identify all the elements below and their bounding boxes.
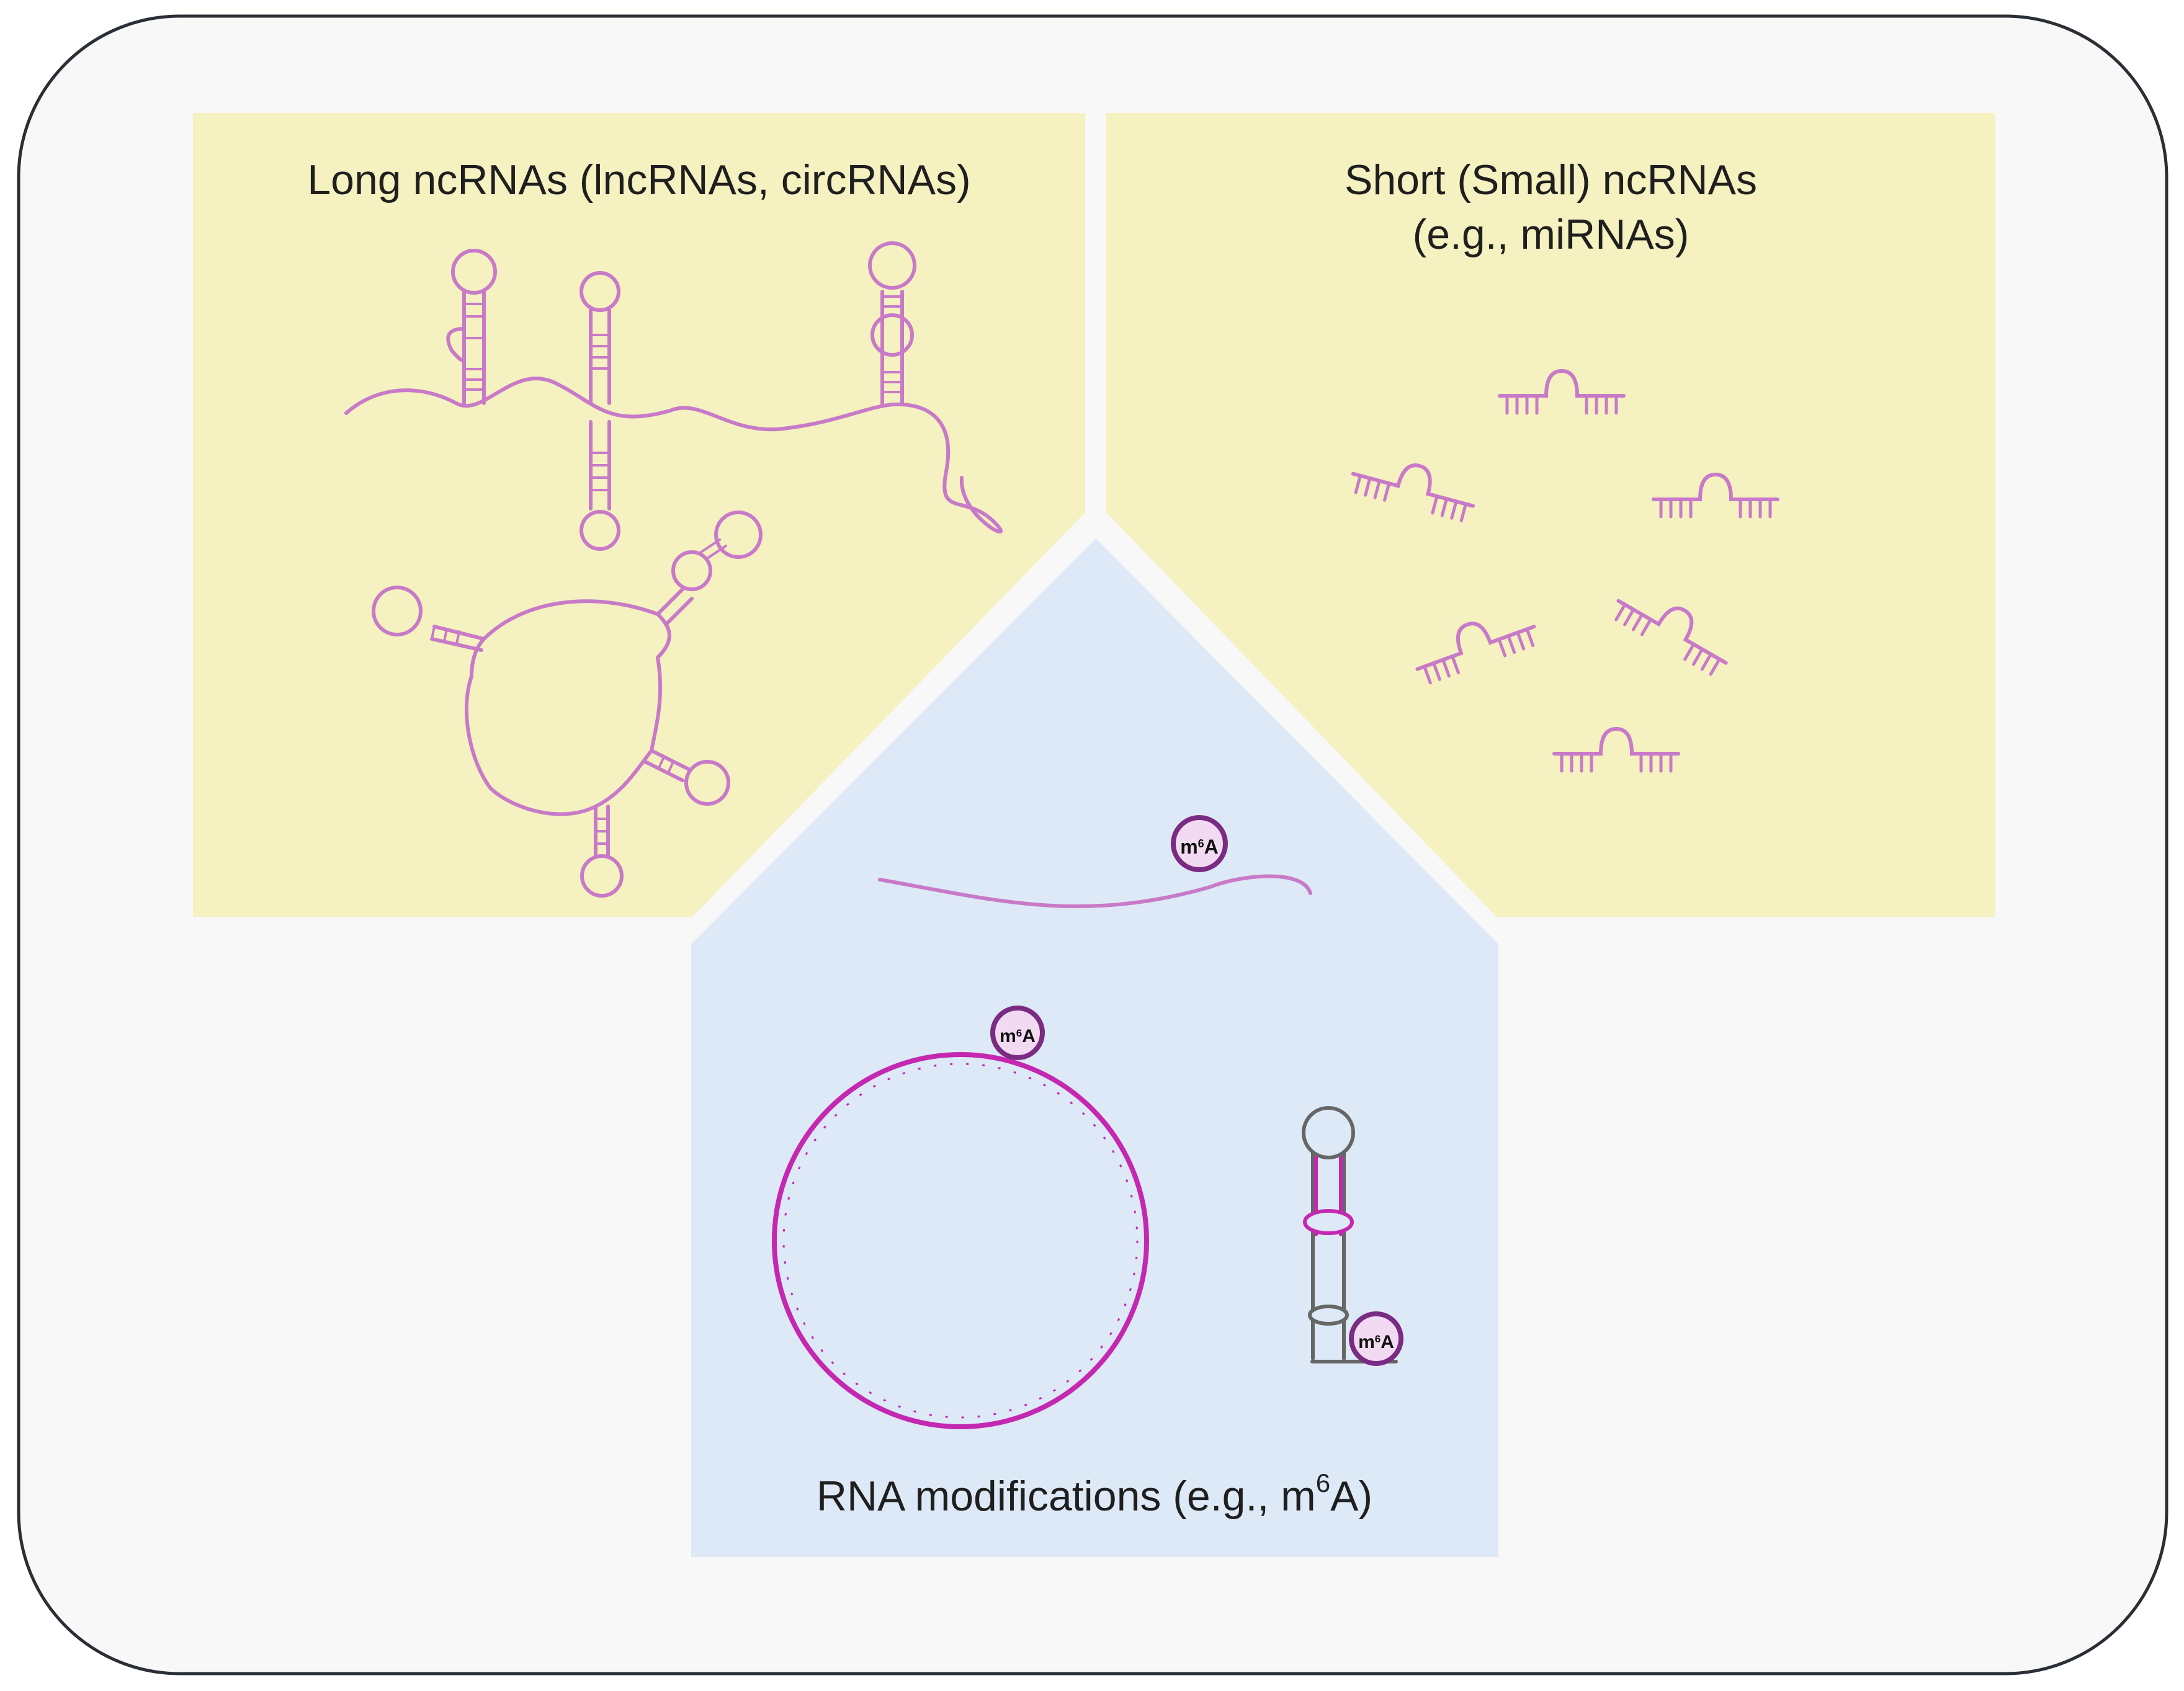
- long-ncrna-title: Long ncRNAs (lncRNAs, circRNAs): [307, 156, 971, 203]
- rna-modification-title: RNA modifications (e.g., m6A): [691, 1469, 1498, 1524]
- svg-text:m6A: m6A: [1000, 1026, 1036, 1046]
- rna-modification-title-superscript: 6: [1315, 1468, 1331, 1497]
- m6a-badge-icon: m6A: [1171, 815, 1228, 872]
- rna-modification-title-suffix: A): [1330, 1473, 1373, 1520]
- svg-text:m6A: m6A: [1358, 1332, 1394, 1352]
- long-ncrna-panel: [193, 113, 1085, 917]
- short-ncrna-title-line-2: (e.g., miRNAs): [1412, 211, 1689, 258]
- stem-loop-rna-icon: [1302, 1106, 1398, 1363]
- mrna-strand-icon: [878, 874, 1312, 909]
- lncrna-hairpin-icon: [344, 241, 1003, 551]
- rna-modification-title-prefix: RNA modifications (e.g., m: [816, 1473, 1316, 1520]
- rna-modification-panel: [691, 538, 1498, 1557]
- short-ncrna-title: Short (Small) ncRNAs (e.g., miRNAs): [1106, 153, 1995, 262]
- short-ncrna-title-line-1: Short (Small) ncRNAs: [1344, 156, 1758, 203]
- short-ncrna-panel: [1106, 113, 1995, 917]
- m6a-badge-icon: m6A: [990, 1006, 1045, 1060]
- svg-text:m6A: m6A: [1180, 836, 1219, 858]
- m6a-badge-icon: m6A: [1349, 1311, 1403, 1366]
- circular-rna-ring: [772, 1052, 1149, 1429]
- circrna-icon: [372, 511, 763, 898]
